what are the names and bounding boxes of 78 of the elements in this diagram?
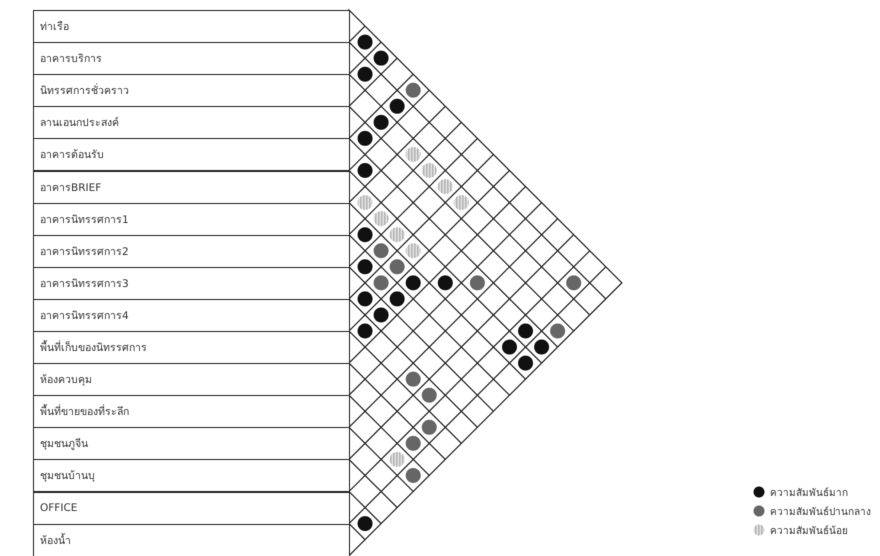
relationship-dot: [358, 324, 373, 338]
relationship-dot: [390, 98, 405, 114]
relationship-dot: [358, 259, 373, 274]
row-label-box: [33, 524, 350, 556]
relationship-dot: [406, 372, 421, 387]
row-label-box: [33, 331, 350, 364]
row-label-box: [33, 74, 350, 108]
relationship-dot: [358, 291, 373, 306]
legend-label: ความสัมพันธ์น้อย: [770, 524, 848, 538]
relationship-dot: [358, 516, 373, 532]
row-label: ลานเอนกประสงค์: [40, 116, 119, 132]
row-label: อาคารนิทรรศการ2: [40, 244, 129, 260]
relationship-dot: [438, 275, 453, 290]
relationship-dot: [470, 275, 485, 290]
row-label: ชุมชนภูจีน: [40, 437, 88, 452]
row-label: อาคารนิทรรศการ4: [40, 308, 129, 324]
relationship-dot: [374, 50, 389, 66]
relationship-dot: [374, 114, 389, 130]
relationship-dot: [358, 163, 373, 178]
relationship-dot: [374, 243, 389, 258]
row-label-box: [33, 395, 350, 428]
row-label: พื้นที่ขายของที่ระลึก: [40, 403, 129, 420]
relationship-dot: [374, 307, 389, 322]
row-label-box: [33, 266, 350, 300]
relationship-dot: [534, 340, 550, 355]
row-label: พื้นที่เก็บของนิทรรศการ: [40, 339, 147, 356]
row-label-box: [33, 492, 350, 525]
relationship-dot: [406, 243, 421, 258]
row-label: อาคารBRIEF: [40, 180, 102, 196]
row-label-box: [33, 459, 350, 492]
row-label: ชุมชนบ้านบุ: [40, 469, 95, 484]
relationship-dot: [406, 275, 421, 290]
relationship-dot: [390, 227, 405, 242]
relationship-dot: [454, 195, 469, 210]
relationship-dot: [406, 436, 421, 451]
relationship-dot: [358, 227, 373, 242]
relationship-dot: [406, 468, 421, 483]
row-label-box: [33, 427, 350, 460]
relationship-dot: [422, 163, 437, 178]
relationship-dot: [358, 34, 373, 50]
row-label: OFFICE: [40, 502, 78, 514]
relationship-dot: [374, 211, 389, 226]
relationship-dot: [390, 452, 405, 467]
relationship-dot: [390, 259, 405, 274]
relationship-dot: [550, 324, 566, 338]
row-label: อาคารนิทรรศการ1: [40, 212, 129, 228]
row-label: อาคารบริการ: [40, 52, 102, 68]
row-label: อาคารต้อนรับ: [40, 148, 104, 164]
relationship-dot: [438, 179, 453, 194]
relationship-dot: [390, 291, 405, 306]
row-label: ห้องควบคุม: [40, 373, 92, 388]
row-label-box: [33, 298, 350, 332]
row-label-box: [33, 138, 350, 172]
relationship-dot: [406, 82, 421, 98]
relationship-dot: [358, 195, 373, 210]
relationship-dot: [358, 66, 373, 82]
row-label-box: [33, 106, 350, 140]
relationship-dot: [406, 146, 421, 162]
row-label: นิทรรศการชั่วคราว: [40, 82, 129, 100]
relationship-dot: [518, 356, 534, 371]
relationship-dot: [422, 388, 437, 403]
legend-label: ความสัมพันธ์ปานกลาง: [770, 505, 871, 519]
relationship-dot: [502, 340, 517, 355]
row-label-box: [33, 42, 350, 76]
row-label-box: [33, 234, 350, 268]
row-label: อาคารนิทรรศการ3: [40, 276, 129, 292]
row-label: ห้องน้ำ: [40, 532, 71, 549]
row-label-box: [33, 170, 350, 204]
row-label-box: [33, 202, 350, 236]
row-label-box: [33, 10, 350, 44]
legend-label: ความสัมพันธ์มาก: [770, 486, 848, 500]
row-label-box: [33, 363, 350, 396]
relationship-dot: [518, 324, 534, 338]
relationship-dot: [374, 275, 389, 290]
relationship-dot: [566, 275, 582, 290]
relationship-dot: [358, 130, 373, 146]
relationship-dot: [422, 420, 437, 435]
row-label: ท่าเรือ: [40, 20, 69, 36]
